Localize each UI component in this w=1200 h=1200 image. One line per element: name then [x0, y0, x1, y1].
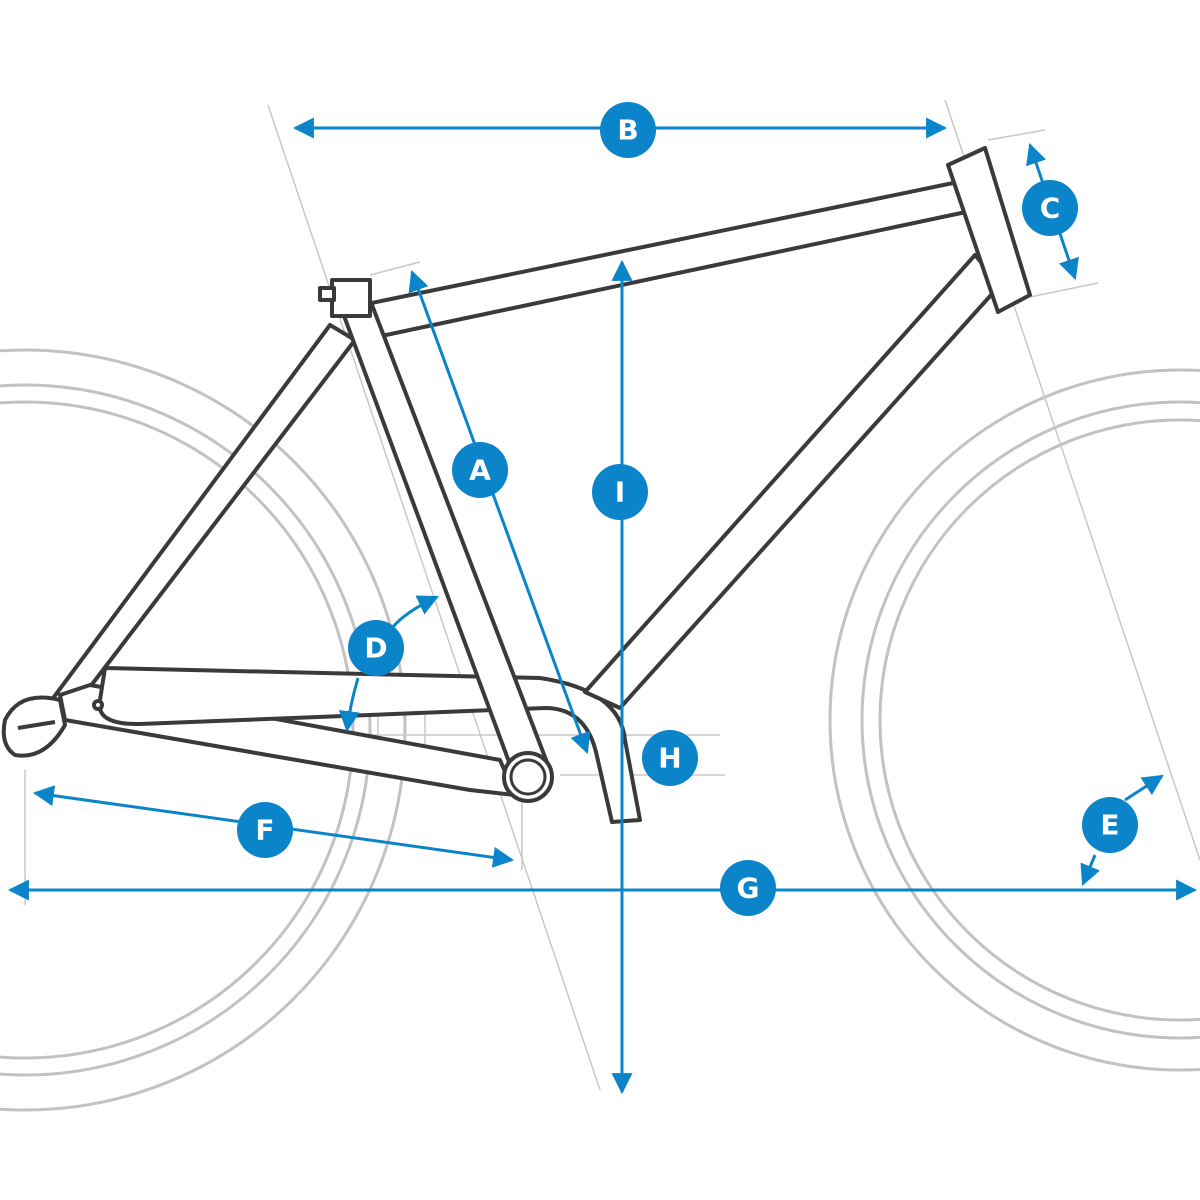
- label-badges: B C A I D H E F: [237, 102, 1138, 916]
- rear-wheel-outer: [0, 348, 407, 1112]
- head-top-guide: [987, 129, 1046, 141]
- badge-g: G: [720, 860, 776, 916]
- badge-b-text: B: [617, 114, 638, 147]
- badge-i: I: [592, 464, 648, 520]
- badge-h: H: [642, 730, 698, 786]
- top-tube: [360, 180, 968, 340]
- down-tube: [583, 253, 1002, 710]
- front-wheel-inner: [860, 400, 1200, 1040]
- badge-c-text: C: [1040, 192, 1061, 225]
- badge-g-text: G: [737, 872, 760, 905]
- seat-collar: [330, 278, 372, 318]
- badge-f: F: [237, 802, 293, 858]
- front-wheel-outer: [828, 368, 1200, 1072]
- head-bottom-guide: [1029, 282, 1099, 298]
- guide-lines: [24, 99, 1200, 1091]
- badge-f-text: F: [255, 814, 274, 847]
- seat-stay: [46, 323, 357, 707]
- badge-h-text: H: [658, 742, 681, 775]
- badge-a: A: [452, 442, 508, 498]
- dropout-slot: [17, 720, 56, 730]
- seat-clamp: [318, 286, 336, 302]
- head-tube: [946, 146, 1032, 314]
- dimension-e-arrow-top: [1124, 774, 1164, 802]
- dimension-e-arrow-bottom: [1080, 854, 1100, 886]
- badge-e: E: [1082, 797, 1138, 853]
- badge-b: B: [600, 102, 656, 158]
- dimension-d-arrow-bottom: [338, 677, 360, 733]
- guard-bolt: [92, 699, 104, 711]
- bike-frame: [1, 146, 1032, 824]
- badge-i-text: I: [615, 476, 625, 509]
- badge-a-text: A: [469, 454, 491, 487]
- badge-d: D: [348, 620, 404, 676]
- badge-d-text: D: [364, 632, 387, 665]
- front-wheel: [828, 368, 1200, 1072]
- badge-e-text: E: [1100, 809, 1119, 842]
- dimension-d-arrow-top: [390, 595, 439, 629]
- bottom-bracket-inner: [509, 758, 547, 796]
- rear-wheel-inner: [0, 383, 372, 1077]
- seat-top-guide: [369, 261, 421, 276]
- dimension-a-arrow: [408, 270, 591, 754]
- badge-c: C: [1022, 180, 1078, 236]
- front-wheel-rim: [878, 418, 1200, 1022]
